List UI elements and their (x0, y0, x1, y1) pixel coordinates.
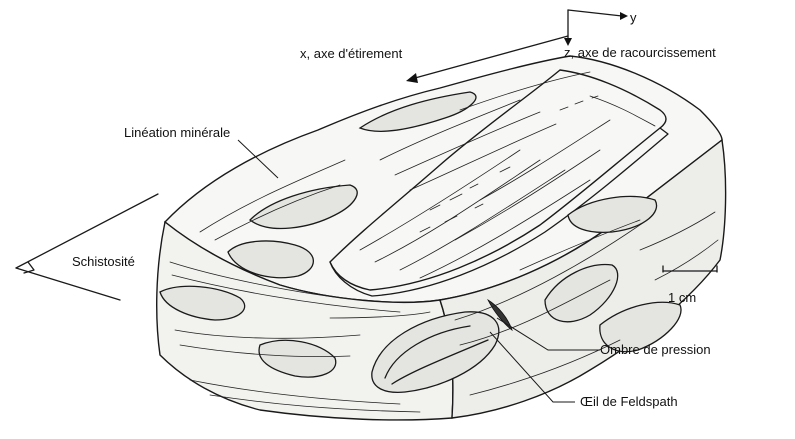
stretch-axis-label: x, axe d'étirement (300, 46, 403, 61)
y-axis-arrowhead (620, 12, 628, 20)
mineral-lineation-label: Linéation minérale (124, 125, 230, 140)
shortening-axis-label: z, axe de racourcissement (564, 45, 716, 60)
y-axis-label: y (630, 10, 637, 25)
x-axis-arrowhead (406, 73, 418, 83)
schistosity-symbol (16, 194, 158, 300)
y-axis-arrow (568, 10, 622, 16)
schistosity-label: Schistosité (72, 254, 135, 269)
feldspar-eye-label: Œil de Feldspath (580, 394, 678, 409)
pressure-shadow-label: Ombre de pression (600, 342, 711, 357)
scale-label: 1 cm (668, 290, 696, 305)
